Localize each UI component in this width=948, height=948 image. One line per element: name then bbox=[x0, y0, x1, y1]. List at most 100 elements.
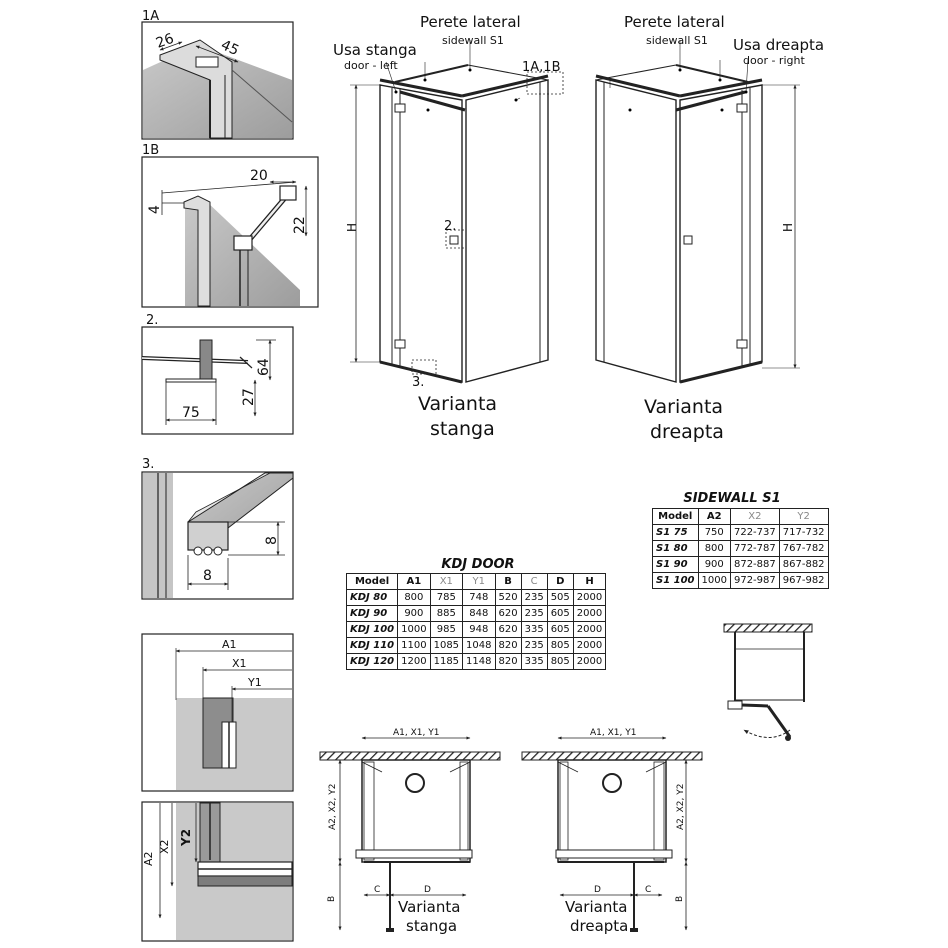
right-h-label: H bbox=[781, 223, 795, 232]
table-cell: KDJ 110 bbox=[345, 637, 399, 654]
table-cell: 1148 bbox=[462, 653, 496, 670]
plan-left-caption-2: stanga bbox=[406, 917, 457, 935]
plan-left-c: C bbox=[374, 885, 380, 895]
table-cell: 848 bbox=[462, 605, 496, 622]
right-door-sub: door - right bbox=[743, 54, 805, 67]
table-header-cell: A2 bbox=[697, 508, 731, 525]
plan-right-b: B bbox=[675, 896, 685, 902]
table-cell: 985 bbox=[429, 621, 464, 638]
table-cell: 805 bbox=[546, 637, 574, 654]
table-cell: S1 80 bbox=[652, 540, 699, 557]
table-header-cell: X2 bbox=[729, 508, 780, 525]
table-cell: 972-987 bbox=[729, 572, 780, 589]
table-cell: 805 bbox=[546, 653, 574, 670]
table-cell: 1200 bbox=[397, 653, 431, 670]
detail-1b-dim-22: 22 bbox=[292, 216, 308, 234]
table-cell: 820 bbox=[494, 637, 522, 654]
table-cell: 235 bbox=[520, 605, 548, 622]
detail-1b-dim-4: 4 bbox=[147, 205, 163, 214]
table-cell: 605 bbox=[546, 605, 574, 622]
detail-1a-label: 1A bbox=[142, 9, 159, 24]
right-caption-1: Varianta bbox=[644, 396, 723, 418]
plan-right-side-dim: A2, X2, Y2 bbox=[676, 784, 686, 830]
plan-left-side-dim: A2, X2, Y2 bbox=[328, 784, 338, 830]
table-cell: 885 bbox=[429, 605, 464, 622]
detail-x1-label: X1 bbox=[232, 657, 247, 670]
table-cell: 335 bbox=[520, 653, 548, 670]
detail-3-dim-h: 8 bbox=[264, 536, 280, 545]
table-cell: 605 bbox=[546, 621, 574, 638]
plan-left-top-dim: A1, X1, Y1 bbox=[393, 728, 439, 738]
table-cell: 748 bbox=[462, 589, 496, 606]
table-cell: 785 bbox=[429, 589, 464, 606]
detail-a1-x1-y1: A1 X1 Y1 bbox=[141, 633, 294, 792]
sidewall-table-title: SIDEWALL S1 bbox=[683, 491, 781, 506]
table-header-cell: Y1 bbox=[462, 573, 496, 590]
plan-left: A1, X1, Y1 A2, X2, Y2 B C D Varianta sta… bbox=[319, 728, 501, 935]
table-cell: 717-732 bbox=[778, 524, 829, 541]
table-header-cell: Model bbox=[345, 573, 399, 590]
table-cell: KDJ 100 bbox=[345, 621, 399, 638]
table-cell: 1100 bbox=[397, 637, 431, 654]
detail-2: 2. 64 27 75 bbox=[141, 313, 294, 435]
plan-right-caption-2: dreapta bbox=[570, 917, 628, 935]
left-caption-2: stanga bbox=[430, 418, 495, 440]
left-door-title: Usa stanga bbox=[333, 41, 417, 59]
table-cell: KDJ 90 bbox=[345, 605, 399, 622]
detail-a1-label: A1 bbox=[222, 638, 237, 651]
table-cell: 2000 bbox=[572, 653, 607, 670]
table-cell: 1085 bbox=[429, 637, 464, 654]
table-cell: S1 100 bbox=[652, 572, 699, 589]
table-cell: 505 bbox=[546, 589, 574, 606]
table-cell: 1048 bbox=[462, 637, 496, 654]
detail-y1-label: Y1 bbox=[247, 676, 262, 689]
detail-2-dim-64: 64 bbox=[256, 358, 272, 376]
door-table-title: KDJ DOOR bbox=[441, 557, 515, 572]
left-callout-3: 3. bbox=[412, 375, 424, 390]
detail-1b-label: 1B bbox=[142, 143, 159, 158]
detail-3: 3. 8 8 bbox=[141, 457, 294, 600]
table-cell: 1000 bbox=[397, 621, 431, 638]
table-cell: 2000 bbox=[572, 605, 607, 622]
view-left: H 2. 1A,1B 3. Perete lateral sidewa bbox=[333, 13, 564, 440]
table-cell: 2000 bbox=[572, 589, 607, 606]
table-cell: KDJ 120 bbox=[345, 653, 399, 670]
table-cell: 2000 bbox=[572, 621, 607, 638]
table-cell: 948 bbox=[462, 621, 496, 638]
left-caption-1: Varianta bbox=[418, 393, 497, 415]
table-cell: KDJ 80 bbox=[345, 589, 399, 606]
table-cell: 520 bbox=[494, 589, 522, 606]
left-sidewall-title: Perete lateral bbox=[420, 13, 521, 31]
table-cell: 900 bbox=[397, 605, 431, 622]
table-cell: 772-787 bbox=[729, 540, 780, 557]
table-cell: 867-882 bbox=[778, 556, 829, 573]
detail-a2-label: A2 bbox=[142, 851, 155, 866]
detail-x2-label: X2 bbox=[158, 839, 171, 854]
table-cell: 750 bbox=[697, 524, 731, 541]
table-header-cell: X1 bbox=[429, 573, 464, 590]
right-sidewall-sub: sidewall S1 bbox=[646, 34, 708, 47]
detail-y2-label: Y2 bbox=[179, 829, 193, 847]
table-header-cell: A1 bbox=[397, 573, 431, 590]
detail-3-dim-w: 8 bbox=[203, 568, 212, 584]
plan-right-c: C bbox=[645, 885, 651, 895]
table-cell: S1 75 bbox=[652, 524, 699, 541]
plan-right-caption-1: Varianta bbox=[565, 898, 627, 916]
table-cell: 335 bbox=[520, 621, 548, 638]
detail-2-dim-27: 27 bbox=[241, 388, 257, 406]
table-header-cell: Y2 bbox=[778, 508, 829, 525]
table-cell: 620 bbox=[494, 621, 522, 638]
